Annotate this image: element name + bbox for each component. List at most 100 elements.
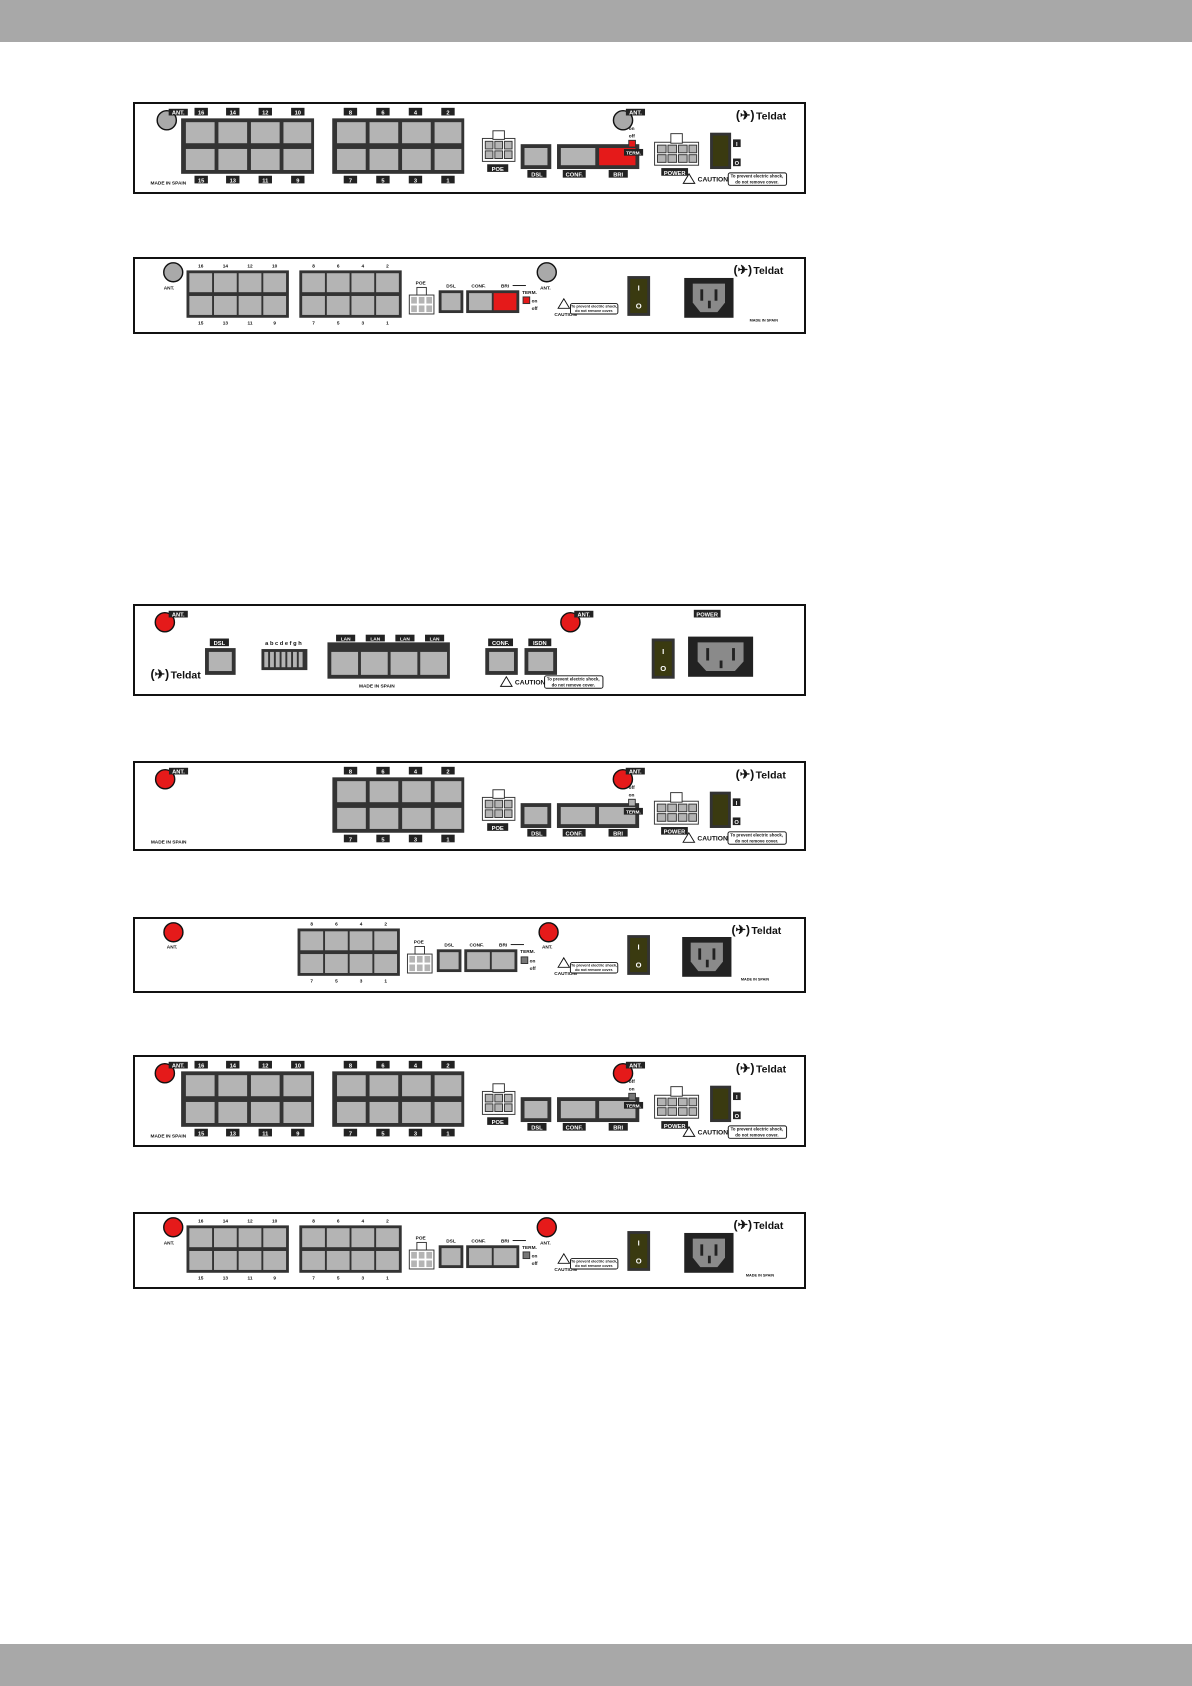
svg-text:7: 7 — [312, 1275, 315, 1281]
svg-text:7: 7 — [349, 1131, 352, 1137]
svg-text:on: on — [532, 300, 538, 305]
svg-text:11: 11 — [262, 178, 269, 184]
svg-text:LAN: LAN — [430, 636, 440, 642]
svg-text:I: I — [662, 647, 664, 656]
svg-text:10: 10 — [295, 1064, 301, 1070]
iec-power-inlet — [682, 937, 732, 977]
svg-text:BRI: BRI — [501, 1238, 509, 1244]
svg-text:BRI: BRI — [499, 942, 507, 948]
antenna-2-led — [612, 1062, 634, 1084]
iec-power-inlet — [684, 1232, 734, 1273]
svg-text:5: 5 — [337, 320, 340, 326]
svg-text:TERM.: TERM. — [626, 151, 641, 157]
svg-text:O: O — [660, 664, 666, 673]
svg-text:ANT.: ANT. — [629, 1064, 642, 1070]
svg-text:13: 13 — [230, 1131, 236, 1137]
svg-text:on: on — [629, 1087, 635, 1092]
svg-text:ANT.: ANT. — [172, 1064, 185, 1070]
dsl-port: DSL — [438, 1238, 464, 1269]
svg-text:2: 2 — [386, 1219, 389, 1225]
svg-text:on: on — [629, 793, 635, 798]
svg-text:CAUTION!: CAUTION! — [697, 835, 730, 842]
svg-text:4: 4 — [414, 1064, 418, 1070]
antenna-2-led — [612, 768, 634, 790]
svg-text:off: off — [532, 1261, 538, 1267]
poe-connector: POE — [408, 281, 435, 315]
lan-block: LAN LAN LAN LAN MADE IN SPAIN — [327, 634, 450, 689]
svg-text:(✈): (✈) — [736, 767, 755, 781]
dsl-port: DSL — [520, 144, 552, 179]
power-connector: POWER — [653, 792, 699, 836]
svg-text:13: 13 — [223, 1275, 229, 1281]
svg-text:ANT.: ANT. — [629, 111, 642, 117]
panel-4-drawing: ANT. MADE IN SPAIN 8 6 4 2 7 5 3 1 POE D… — [151, 766, 787, 845]
svg-text:DSL: DSL — [444, 942, 454, 948]
svg-text:ANT.: ANT. — [629, 770, 642, 776]
svg-text:3: 3 — [362, 1275, 365, 1281]
power-switch: I O — [627, 1231, 651, 1271]
svg-text:do not remove cover.: do not remove cover. — [552, 682, 595, 687]
power-switch: I O — [627, 935, 650, 975]
svg-text:2: 2 — [446, 770, 449, 776]
svg-text:POE: POE — [492, 1120, 504, 1126]
svg-text:I: I — [736, 801, 738, 807]
svg-text:(✈): (✈) — [731, 923, 750, 937]
conf-bri-ports: CONF. BRI — [464, 942, 524, 973]
svg-text:1: 1 — [386, 320, 389, 326]
svg-text:15: 15 — [198, 178, 205, 184]
svg-text:LAN: LAN — [370, 636, 380, 642]
conf-bri-ports: CONF. BRI — [557, 144, 640, 179]
antenna-2-led — [560, 611, 581, 633]
footer-bar — [0, 1644, 1192, 1686]
svg-text:3: 3 — [414, 1131, 417, 1137]
svg-text:do not remove cover.: do not remove cover. — [575, 309, 613, 313]
svg-text:14: 14 — [230, 111, 237, 117]
svg-text:10: 10 — [295, 111, 301, 117]
power-switch: I O — [651, 638, 675, 679]
svg-text:(✈): (✈) — [736, 108, 755, 122]
term-switch: TERM. on off — [522, 290, 538, 312]
svg-text:O: O — [734, 820, 739, 826]
svg-text:4: 4 — [362, 264, 365, 270]
svg-text:CONF.: CONF. — [470, 942, 484, 948]
svg-text:CAUTION!: CAUTION! — [698, 1129, 731, 1136]
svg-text:1: 1 — [446, 837, 450, 843]
conf-bri-ports: CONF. BRI — [466, 1238, 526, 1269]
panel-3-drawing: ANT. DSL a b c d e f g h LAN LAN LAN LAN… — [151, 609, 754, 689]
svg-text:8: 8 — [349, 111, 352, 117]
term-switch: off on TERM. — [623, 1079, 644, 1110]
dsl-port: DSL — [520, 803, 552, 838]
svg-text:3: 3 — [360, 978, 363, 984]
svg-text:off: off — [532, 306, 538, 312]
svg-text:16: 16 — [198, 264, 204, 270]
svg-text:2: 2 — [386, 264, 389, 270]
svg-text:(✈): (✈) — [734, 263, 753, 277]
svg-text:1: 1 — [446, 1131, 450, 1137]
svg-text:BRI: BRI — [501, 283, 509, 289]
svg-text:O: O — [735, 161, 740, 167]
svg-text:do not remove cover.: do not remove cover. — [735, 1132, 778, 1137]
svg-text:12: 12 — [247, 264, 253, 270]
svg-text:To prevent electric shock,: To prevent electric shock, — [571, 304, 617, 308]
iec-power-inlet — [684, 277, 734, 318]
svg-text:To prevent electric shock,: To prevent electric shock, — [571, 1259, 617, 1263]
svg-text:5: 5 — [381, 178, 385, 184]
svg-text:POE: POE — [492, 826, 504, 832]
antenna-1-led — [154, 768, 176, 790]
power-connector: POWER — [654, 133, 700, 177]
svg-text:Teldat: Teldat — [753, 266, 783, 277]
teldat-logo: (✈) Teldat — [734, 263, 784, 277]
svg-text:O: O — [636, 1256, 642, 1265]
svg-text:POWER: POWER — [664, 1124, 686, 1130]
svg-text:6: 6 — [381, 111, 384, 117]
svg-text:10: 10 — [272, 264, 278, 270]
svg-text:on: on — [530, 960, 536, 965]
svg-text:14: 14 — [223, 1219, 229, 1225]
svg-text:To prevent electric shock,: To prevent electric shock, — [730, 833, 783, 838]
svg-text:6: 6 — [337, 264, 340, 270]
svg-text:off: off — [629, 1079, 635, 1085]
port-labels-bottom-b: 7 5 3 1 — [343, 175, 455, 184]
poe-connector: POE — [408, 1236, 435, 1270]
